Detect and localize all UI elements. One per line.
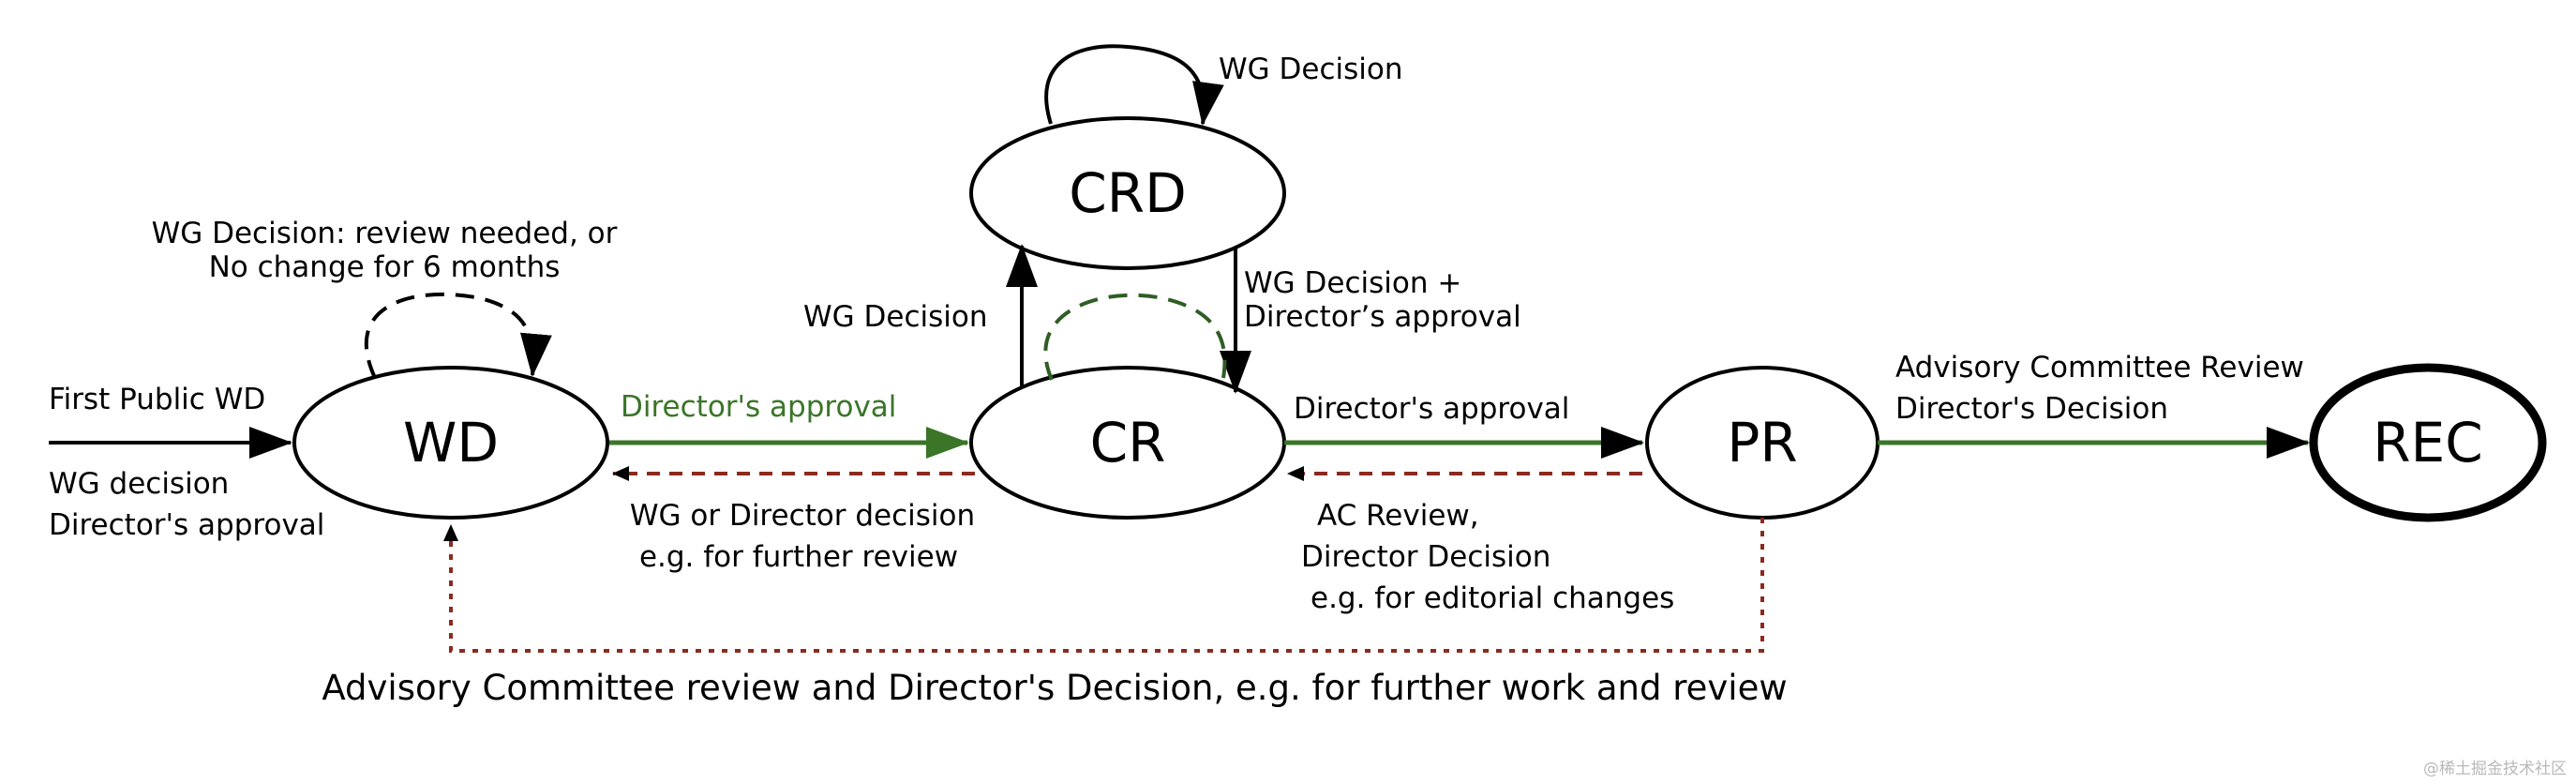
label-wd-to-cr: Director's approval — [621, 390, 896, 424]
node-wd: WD — [292, 366, 609, 520]
label-crd-to-cr-line2: Director’s approval — [1244, 300, 1521, 334]
label-cr-to-wd-line2: e.g. for further review — [639, 540, 958, 574]
label-cr-to-wd-line1: WG or Director decision — [630, 499, 975, 533]
edge-cr-self-loop — [1043, 293, 1227, 381]
node-crd: CRD — [969, 116, 1286, 270]
label-wd-self-loop-line1: WG Decision: review needed, or — [152, 217, 618, 250]
node-pr-label: PR — [1727, 411, 1797, 475]
node-rec-label: REC — [2373, 411, 2482, 475]
node-crd-label: CRD — [1069, 161, 1186, 225]
watermark: @稀土掘金技术社区 — [2423, 760, 2567, 778]
label-crd-to-cr-line1: WG Decision + — [1244, 266, 1461, 300]
label-wd-self-loop-line2: No change for 6 months — [209, 250, 561, 284]
label-pr-to-rec-line1: Advisory Committee Review — [1895, 351, 2304, 384]
label-pr-to-cr-line2: Director Decision — [1301, 540, 1550, 574]
edge-pr-to-wd — [443, 518, 1764, 653]
node-wd-label: WD — [403, 411, 499, 475]
node-pr: PR — [1645, 366, 1880, 520]
label-pr-to-cr-line1: AC Review, — [1317, 499, 1479, 533]
label-pr-to-rec-line2: Director's Decision — [1895, 392, 2168, 426]
node-cr-label: CR — [1090, 411, 1166, 475]
label-cr-to-crd: WG Decision — [803, 300, 988, 334]
label-wg-decision: WG decision — [49, 467, 229, 501]
label-pr-to-wd: Advisory Committee review and Director's… — [322, 668, 1787, 708]
label-first-public-wd: First Public WD — [49, 383, 265, 416]
edge-crd-self-loop — [1044, 44, 1224, 126]
edge-wd-self-loop — [364, 292, 552, 379]
label-cr-to-pr: Director's approval — [1294, 392, 1569, 426]
label-pr-to-cr-line3: e.g. for editorial changes — [1310, 581, 1674, 615]
label-crd-self-loop: WG Decision — [1219, 53, 1403, 86]
node-rec: REC — [2309, 363, 2547, 522]
label-directors-approval: Director's approval — [49, 508, 324, 542]
